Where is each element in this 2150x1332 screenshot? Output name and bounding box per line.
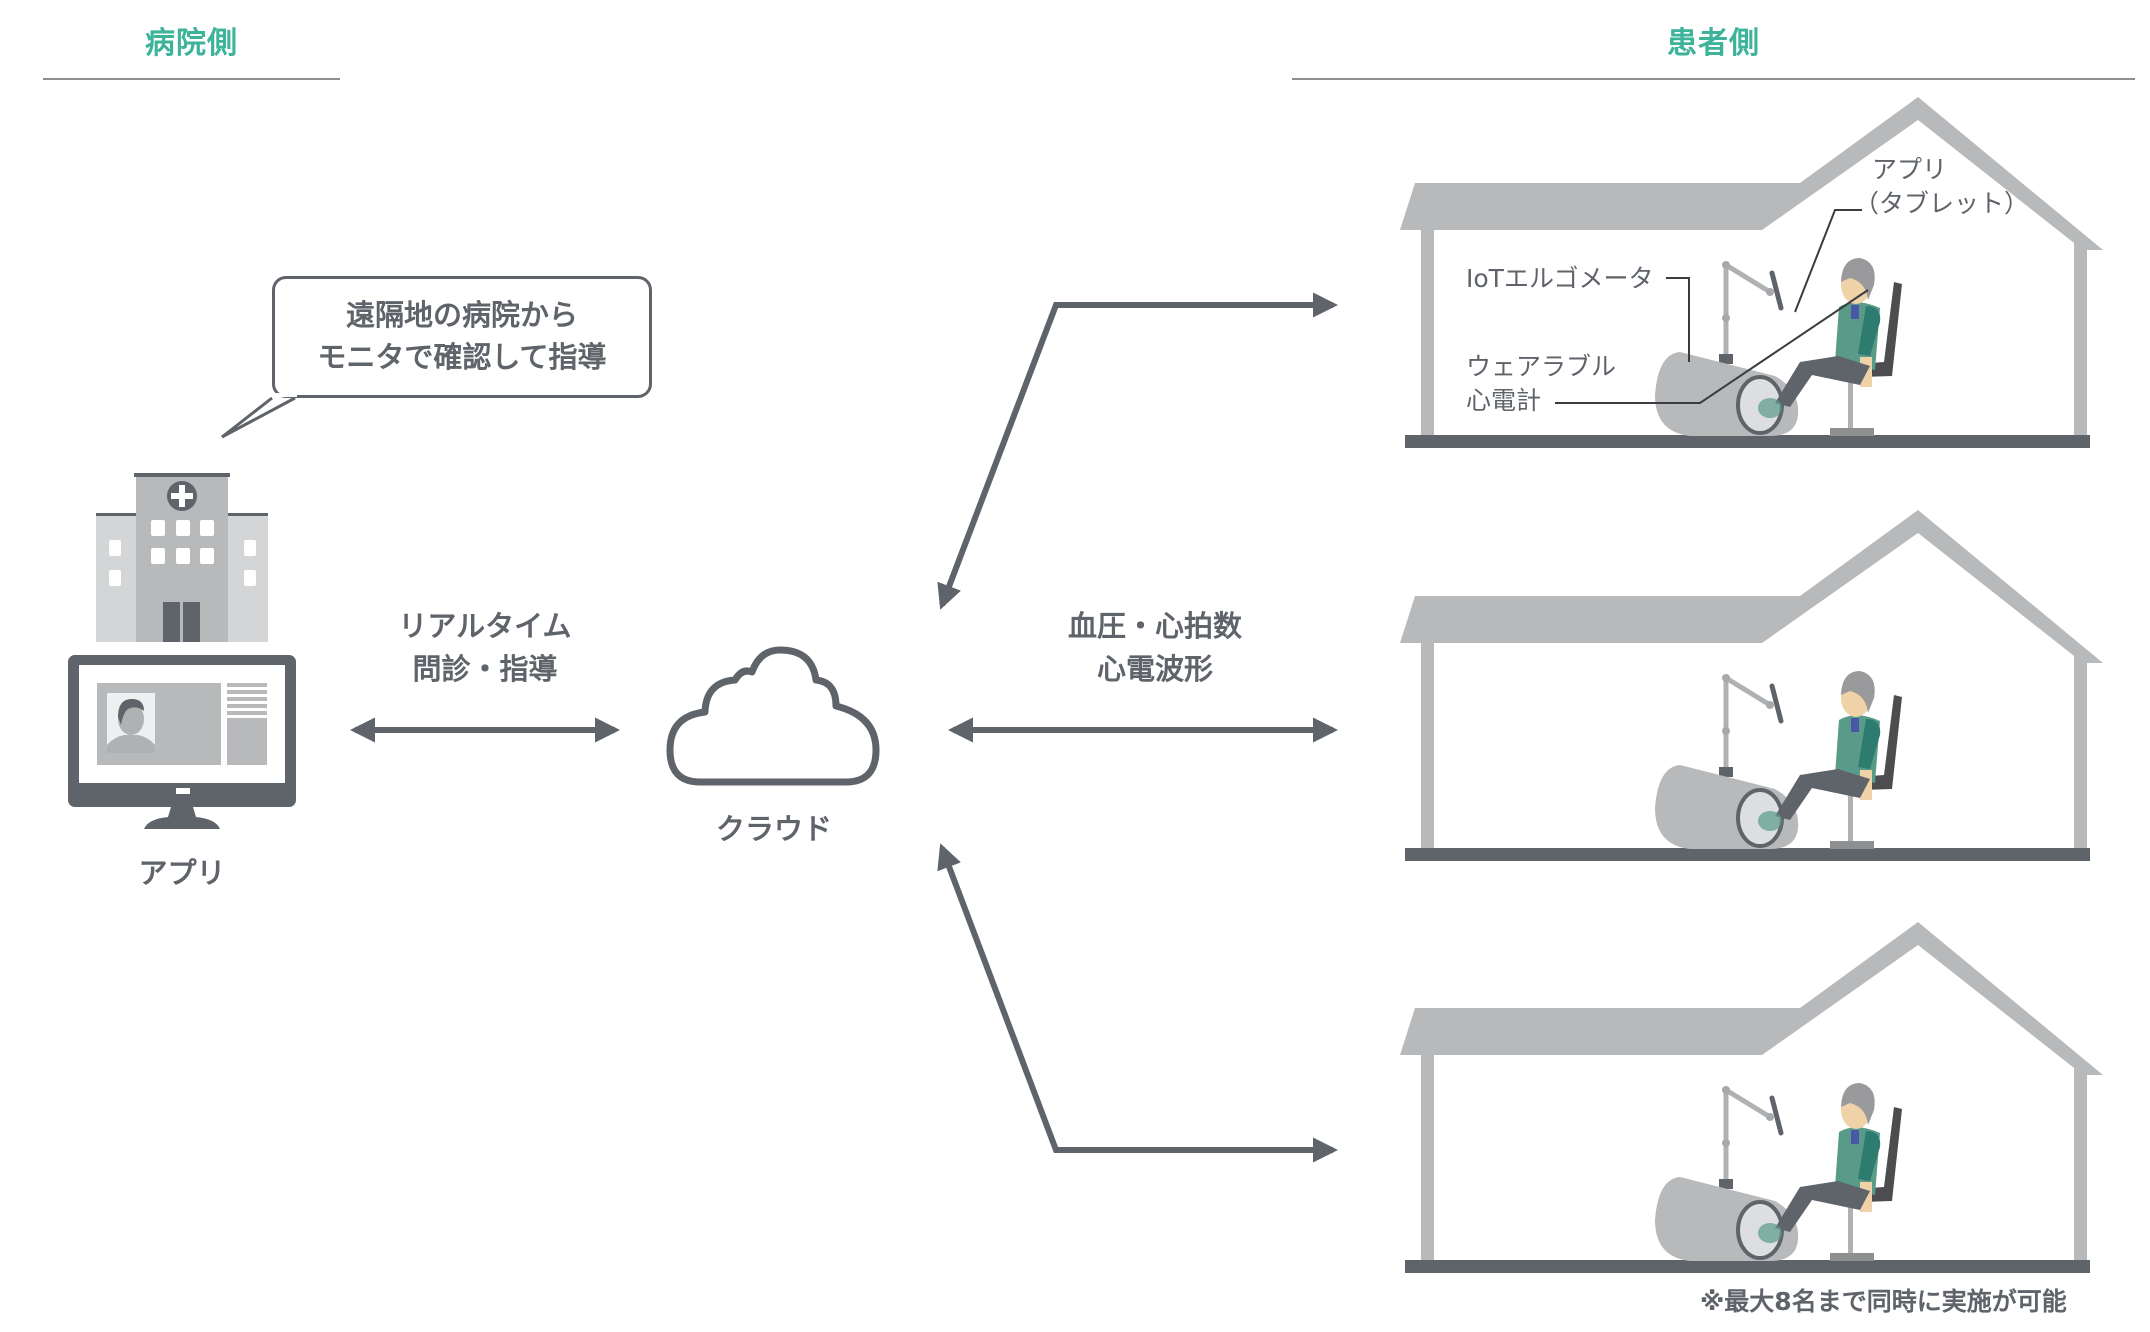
tablet-annotation-line-1: アプリ: [1872, 155, 1948, 184]
ergometer-icon: [1655, 1086, 1799, 1261]
app-label: アプリ: [138, 856, 226, 890]
patient-figure-icon: [1758, 671, 1902, 849]
vitals-label-line-2: 心電波形: [1096, 652, 1213, 686]
house-icon: [1400, 510, 2103, 861]
footnote: ※最大8名まで同時に実施が可能: [1700, 1287, 2067, 1316]
patient-figure-icon: [1758, 1083, 1902, 1261]
patient-figure-icon: [1758, 258, 1902, 436]
ergometer-annotation: IoTエルゴメータ: [1466, 264, 1654, 293]
ecg-annotation-line-2: 心電計: [1466, 386, 1542, 415]
arrow-cloud-home-1: [937, 292, 1339, 610]
tablet-annotation: アプリ （タブレット）: [1854, 153, 2029, 221]
ergometer-icon: [1655, 674, 1799, 849]
speech-line-2: モニタで確認して指導: [317, 340, 607, 374]
speech-bubble-tail: [221, 396, 296, 439]
patient-home: [1400, 922, 2103, 1273]
speech-bubble: 遠隔地の病院から モニタで確認して指導: [221, 272, 652, 439]
arrow-cloud-home-3: [937, 843, 1339, 1163]
patient-side-divider: [1292, 78, 2135, 80]
vitals-label-line-1: 血圧・心拍数: [1067, 609, 1242, 643]
hospital-side-divider: [43, 78, 340, 80]
speech-line-1: 遠隔地の病院から: [345, 298, 578, 332]
ergometer-icon: [1655, 261, 1799, 436]
patient-home: [1400, 510, 2103, 861]
ecg-annotation-line-1: ウェアラブル: [1466, 352, 1617, 381]
cloud-label: クラウド: [715, 812, 832, 846]
tablet-annotation-line-2: （タブレット）: [1854, 189, 2030, 218]
realtime-label-line-1: リアルタイム: [398, 609, 572, 643]
hospital-side-title: 病院側: [145, 26, 238, 61]
realtime-label-line-2: 問診・指導: [412, 652, 558, 686]
patient-side-title: 患者側: [1667, 26, 1760, 61]
house-icon: [1400, 922, 2103, 1273]
